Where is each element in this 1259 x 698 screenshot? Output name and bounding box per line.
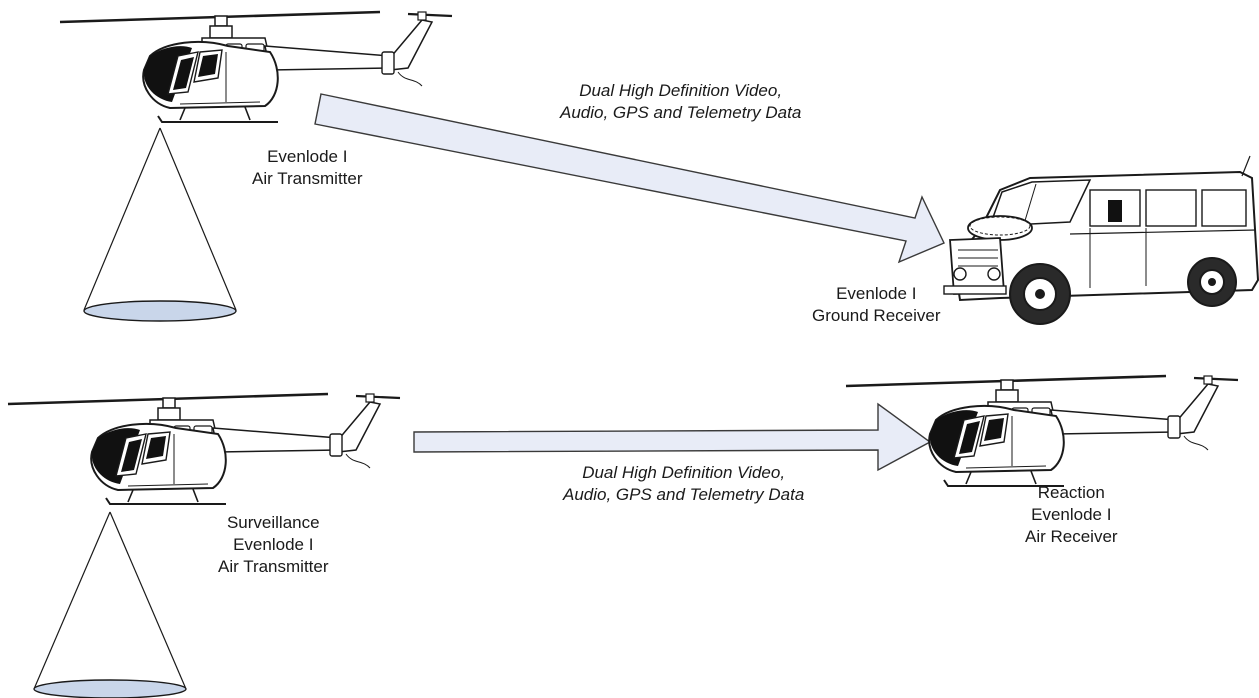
bottom-transmitter-label-line-2: Evenlode I (233, 535, 314, 554)
bottom-data-link-arrow (413, 402, 932, 472)
top-sensor-cone (83, 127, 237, 322)
bottom-link-caption-line-2: Audio, GPS and Telemetry Data (563, 485, 805, 504)
ground-receiver-label-line-2: Ground Receiver (812, 306, 941, 325)
bottom-link-caption-line-1: Dual High Definition Video, (582, 463, 786, 482)
bottom-link-caption: Dual High Definition Video, Audio, GPS a… (563, 462, 804, 506)
top-link-caption-line-2: Audio, GPS and Telemetry Data (560, 103, 802, 122)
ground-receiver-vehicle (943, 155, 1259, 325)
bottom-sensor-cone (33, 511, 187, 698)
top-transmitter-helicopter (58, 10, 454, 124)
top-transmitter-label-line-2: Air Transmitter (252, 169, 363, 188)
bottom-transmitter-label-line-1: Surveillance (226, 513, 320, 532)
reaction-receiver-label: Reaction Evenlode I Air Receiver (1025, 482, 1118, 548)
ground-receiver-label: Evenlode I Ground Receiver (812, 283, 941, 327)
top-link-caption-line-1: Dual High Definition Video, (579, 81, 783, 100)
bottom-transmitter-label-line-3: Air Transmitter (218, 557, 329, 576)
top-transmitter-label-line-1: Evenlode I (267, 147, 348, 166)
bottom-transmitter-helicopter (6, 392, 402, 506)
top-link-caption: Dual High Definition Video, Audio, GPS a… (560, 80, 801, 124)
reaction-receiver-label-line-1: Reaction (1037, 483, 1105, 502)
reaction-receiver-label-line-2: Evenlode I (1031, 505, 1112, 524)
top-transmitter-label: Evenlode I Air Transmitter (252, 146, 363, 190)
bottom-transmitter-label: Surveillance Evenlode I Air Transmitter (218, 512, 329, 578)
ground-receiver-label-line-1: Evenlode I (836, 284, 917, 303)
top-data-link-arrow (314, 93, 945, 264)
reaction-receiver-label-line-3: Air Receiver (1025, 527, 1118, 546)
